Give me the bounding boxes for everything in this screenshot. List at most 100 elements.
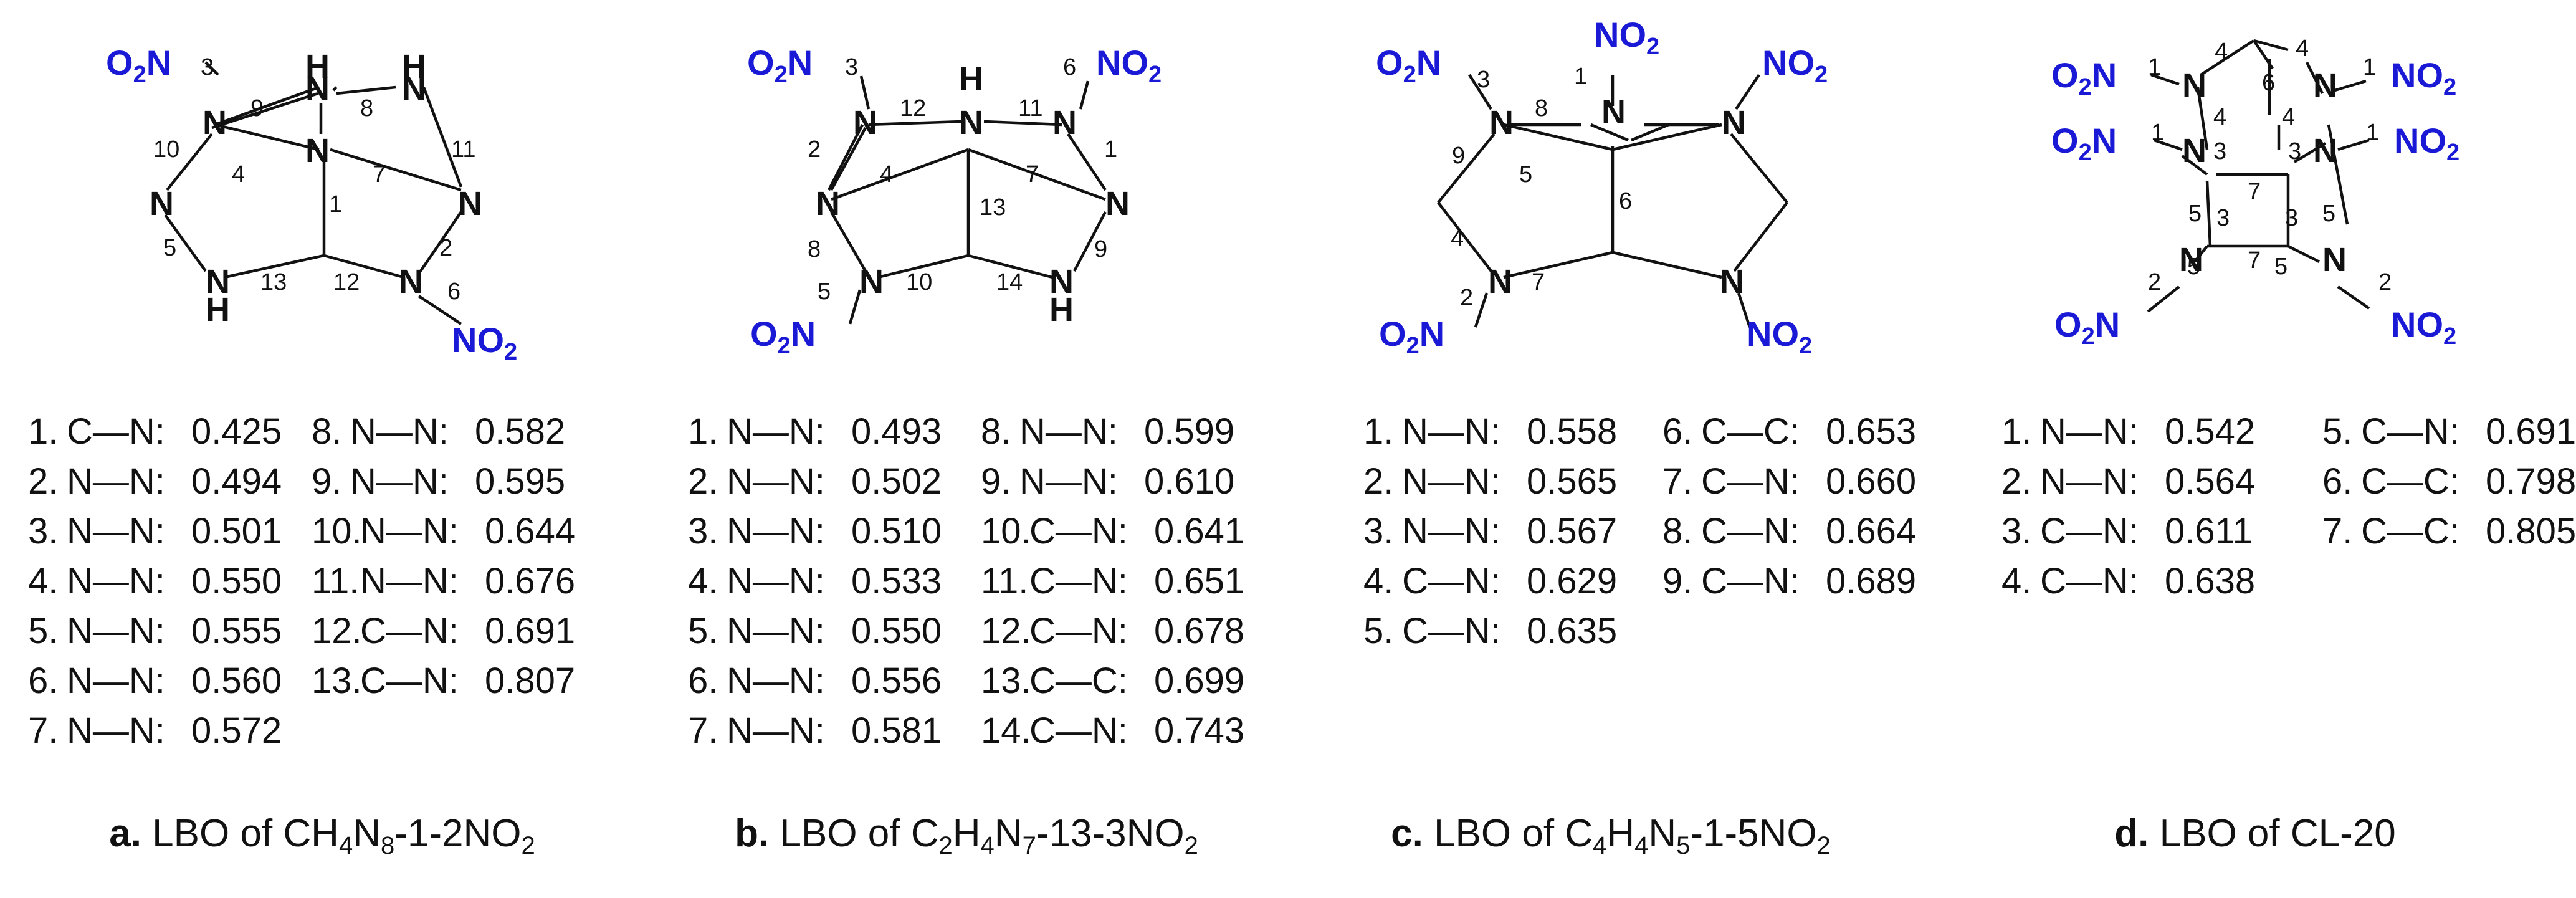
caption-formula-part: 4 <box>1593 832 1607 859</box>
caption-formula-part: -1-5NO <box>1690 812 1817 855</box>
caption-formula-part: H <box>1606 812 1635 855</box>
atom-n8b: N <box>305 132 330 170</box>
lbo-index: 3. <box>28 511 59 552</box>
lbo-bond-type: C—N: <box>2040 561 2139 601</box>
bond-label: 13 <box>260 269 287 295</box>
lbo-index: 6. <box>1662 411 1693 452</box>
lbo-value: 0.805 <box>2486 511 2576 552</box>
nitro-no2-3: NO2 <box>2391 305 2456 350</box>
lbo-bond-type: C—N: <box>1029 561 1128 601</box>
bond-label: 4 <box>232 161 245 188</box>
lbo-bond-type: N—N: <box>1019 411 1118 452</box>
nitro-no2-right: NO2 <box>1762 43 1828 88</box>
nitro-no2-top: NO2 <box>1594 15 1659 60</box>
lbo-entry: 2.N—N:0.494 <box>28 461 282 502</box>
lbo-value: 0.691 <box>485 611 576 651</box>
lbo-bond-type: N—N: <box>2040 461 2139 502</box>
lbo-entry: 11.N—N:0.676 <box>312 561 575 602</box>
panel-a: N N N N N N N H H N H O2N NO2 1 2 3 4 5 … <box>0 0 644 898</box>
bond-label: 6 <box>1063 54 1076 80</box>
lbo-index: 8. <box>981 411 1011 452</box>
lbo-bond-type: N—N: <box>727 561 825 601</box>
lbo-value: 0.567 <box>1527 511 1618 552</box>
caption-formula-part: N <box>1648 812 1677 855</box>
caption-formula-part: 4 <box>338 832 353 859</box>
lbo-bond-type: N—N: <box>67 611 165 651</box>
lbo-value: 0.651 <box>1154 561 1245 601</box>
lbo-entry: 4.N—N:0.533 <box>688 561 942 602</box>
lbo-bond-type: C—N: <box>1701 511 1800 552</box>
lbo-bond-type: N—N: <box>727 411 825 452</box>
lbo-entry: 8.N—N:0.582 <box>312 411 565 452</box>
bond-label: 4 <box>2296 36 2309 62</box>
lbo-entry: 2.N—N:0.565 <box>1363 461 1617 502</box>
lbo-index: 8. <box>312 411 342 452</box>
bond-label: 3 <box>2285 205 2298 231</box>
lbo-index: 3. <box>2001 511 2032 552</box>
lbo-bond-type: N—N: <box>67 661 165 701</box>
atom-n-mid-right: N <box>2313 132 2337 170</box>
atom-h1: H <box>305 48 330 85</box>
lbo-value: 0.611 <box>2165 511 2253 552</box>
lbo-index: 6. <box>2322 461 2353 502</box>
caption-formula-part: 2 <box>521 832 535 859</box>
lbo-value: 0.560 <box>191 661 282 701</box>
lbo-value: 0.595 <box>475 461 566 502</box>
bond-label: 7 <box>373 161 386 188</box>
lbo-bond-type: C—N: <box>2040 511 2139 552</box>
lbo-value: 0.556 <box>851 661 942 701</box>
lbo-value: 0.572 <box>191 710 282 751</box>
bond-label: 9 <box>250 95 264 122</box>
nitro-o2n-bottom: O2N <box>1379 314 1444 359</box>
lbo-entry: 8.N—N:0.599 <box>981 411 1234 452</box>
atom-n2-right: N <box>1720 263 1744 300</box>
caption-prefix: LBO of CL-20 <box>2149 812 2396 855</box>
atom-n3-left: N <box>1489 104 1514 141</box>
atom-nh: N <box>206 263 230 300</box>
nitro-o2n-a: O2N <box>106 43 171 88</box>
caption-formula-part: -1-2NO <box>394 812 522 855</box>
lbo-index: 2. <box>688 461 718 502</box>
lbo-value: 0.610 <box>1144 461 1235 502</box>
bond-label: 11 <box>451 136 475 163</box>
lbo-index: 14. <box>981 710 1031 751</box>
lbo-index: 4. <box>28 561 59 601</box>
caption-letter: c. <box>1391 812 1423 855</box>
bond-label: 5 <box>2322 201 2335 227</box>
atom-h2: H <box>402 48 426 85</box>
lbo-entry: 3.N—N:0.567 <box>1363 511 1617 552</box>
lbo-value: 0.550 <box>851 611 942 651</box>
lbo-index: 4. <box>1363 561 1394 601</box>
bond-label: 5 <box>1519 161 1532 188</box>
lbo-bond-type: N—N: <box>67 710 165 751</box>
lbo-bond-type: N—N: <box>360 511 459 552</box>
lbo-index: 6. <box>688 661 718 701</box>
bond-label: 11 <box>1018 95 1042 122</box>
lbo-index: 4. <box>688 561 718 601</box>
lbo-entry: 3.N—N:0.510 <box>688 511 942 552</box>
lbo-entry: 9.C—N:0.689 <box>1662 561 1916 602</box>
lbo-value: 0.691 <box>2486 411 2576 452</box>
bond-label: 4 <box>2213 104 2226 130</box>
caption-a: a. LBO of CH4N8-1-2NO2 <box>0 811 644 860</box>
caption-c: c. LBO of C4H4N5-1-5NO2 <box>1289 811 1933 860</box>
caption-formula-part: 2 <box>1816 832 1831 859</box>
atom-n1: N <box>1105 185 1130 222</box>
lbo-bond-type: N—N: <box>727 461 825 502</box>
bond-label: 5 <box>163 235 176 261</box>
caption-prefix: LBO of <box>141 812 284 855</box>
lbo-value: 0.689 <box>1826 561 1917 601</box>
lbo-bond-type: C—N: <box>2361 411 2459 452</box>
lbo-bond-type: N—N: <box>1402 511 1500 552</box>
lbo-bond-type: C—N: <box>1029 710 1128 751</box>
caption-letter: b. <box>735 812 770 855</box>
lbo-entry: 6.C—C:0.653 <box>1662 411 1916 452</box>
caption-b: b. LBO of C2H4N7-13-3NO2 <box>644 811 1289 860</box>
caption-letter: a. <box>109 812 141 855</box>
bond-label: 7 <box>1532 269 1545 295</box>
lbo-value: 0.564 <box>2165 461 2256 502</box>
lbo-value: 0.641 <box>1154 511 1245 552</box>
lbo-entry: 2.N—N:0.502 <box>688 461 942 502</box>
atom-n2-left: N <box>1488 263 1512 300</box>
lbo-index: 3. <box>688 511 718 552</box>
